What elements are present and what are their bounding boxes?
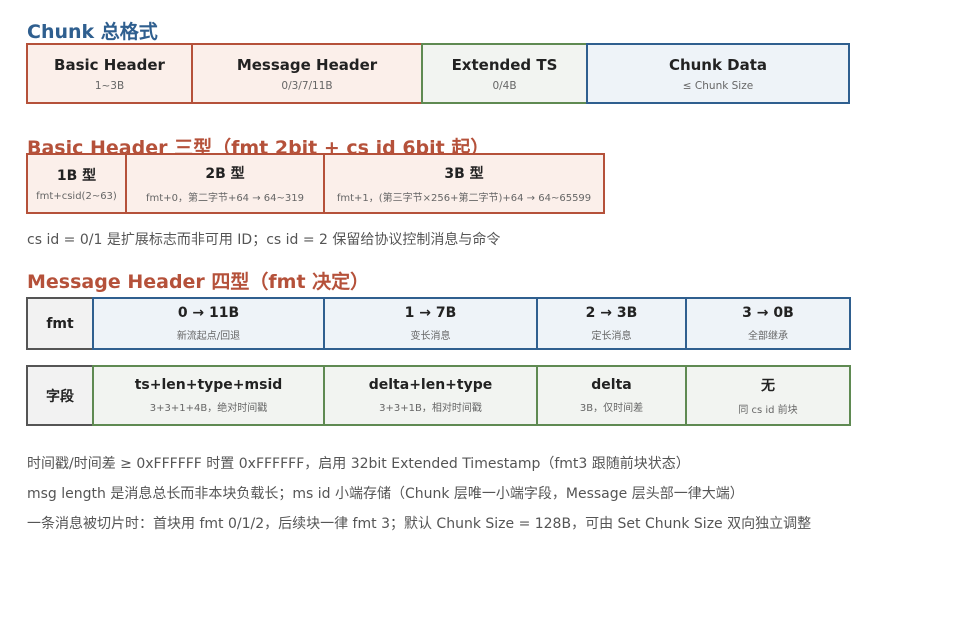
cell-label: 2B 型 — [205, 166, 245, 182]
field-row: 字段 ts+len+type+msid 3+3+1+4B，绝对时间戳 delta… — [26, 365, 851, 426]
cell-label: ts+len+type+msid — [134, 377, 283, 393]
field-fmt0-cell: ts+len+type+msid 3+3+1+4B，绝对时间戳 — [92, 365, 325, 426]
cell-label: delta — [591, 377, 632, 393]
field-fmt1-cell: delta+len+type 3+3+1B，相对时间戳 — [323, 365, 538, 426]
cell-sub: 新流起点/回退 — [176, 331, 241, 342]
cell-label: 1B 型 — [56, 168, 97, 184]
basic-header-row: 1B 型 fmt+csid(2~63) 2B 型 fmt+0，第二字节+64 →… — [26, 153, 605, 214]
cell-label: 3 → 0B — [742, 305, 794, 321]
note-chunk-split: 一条消息被切片时：首块用 fmt 0/1/2，后续块一律 fmt 3；默认 Ch… — [27, 516, 812, 532]
cell-sub: 3+3+1+4B，绝对时间戳 — [149, 403, 268, 414]
cell-label: 1 → 7B — [404, 305, 457, 321]
cell-sub: 1~3B — [94, 79, 125, 92]
cell-sub: 0/4B — [492, 79, 517, 92]
row-head-label: fmt — [46, 315, 74, 332]
fmt-0-cell: 0 → 11B 新流起点/回退 — [92, 297, 325, 350]
cell-label: delta+len+type — [368, 377, 493, 393]
cell-sub: fmt+0，第二字节+64 → 64~319 — [146, 193, 304, 204]
cell-sub: 0/3/7/11B — [281, 79, 333, 92]
cell-label: Message Header — [236, 55, 378, 74]
fmt-3-cell: 3 → 0B 全部继承 — [685, 297, 851, 350]
cell-label: 3B 型 — [444, 166, 484, 182]
field-row-head: 字段 — [26, 365, 94, 426]
cell-label: Basic Header — [54, 55, 165, 74]
cell-sub: 同 cs id 前块 — [738, 405, 798, 416]
basic-header-2b-cell: 2B 型 fmt+0，第二字节+64 → 64~319 — [125, 153, 325, 214]
cell-sub: 3B，仅时间差 — [579, 403, 644, 414]
cell-label: 无 — [761, 378, 775, 394]
basic-header-1b-cell: 1B 型 fmt+csid(2~63) — [26, 153, 127, 214]
cell-label: 0 → 11B — [177, 305, 240, 321]
fmt-1-cell: 1 → 7B 变长消息 — [323, 297, 538, 350]
fmt-2-cell: 2 → 3B 定长消息 — [536, 297, 687, 350]
cell-sub: 3+3+1B，相对时间戳 — [379, 403, 482, 414]
cell-sub: fmt+1，(第三字节×256+第二字节)+64 → 64~65599 — [336, 193, 592, 204]
extended-ts-cell: Extended TS 0/4B — [421, 43, 588, 104]
field-fmt2-cell: delta 3B，仅时间差 — [536, 365, 687, 426]
cell-sub: 定长消息 — [591, 331, 632, 342]
basic-header-3b-cell: 3B 型 fmt+1，(第三字节×256+第二字节)+64 → 64~65599 — [323, 153, 605, 214]
message-header-cell: Message Header 0/3/7/11B — [191, 43, 423, 104]
row-head-label: 字段 — [46, 388, 74, 405]
basic-header-note: cs id = 0/1 是扩展标志而非可用 ID；cs id = 2 保留给协议… — [27, 232, 501, 248]
cell-label: Extended TS — [451, 55, 558, 74]
note-extended-timestamp: 时间戳/时间差 ≥ 0xFFFFFF 时置 0xFFFFFF，启用 32bit … — [27, 456, 690, 472]
cell-sub: ≤ Chunk Size — [682, 79, 754, 92]
note-msg-length: msg length 是消息总长而非本块负载长；ms id 小端存储（Chunk… — [27, 486, 744, 502]
chunk-format-row: Basic Header 1~3B Message Header 0/3/7/1… — [26, 43, 850, 104]
basic-header-cell: Basic Header 1~3B — [26, 43, 193, 104]
message-header-title: Message Header 四型（fmt 决定） — [27, 271, 370, 293]
chunk-data-cell: Chunk Data ≤ Chunk Size — [586, 43, 850, 104]
cell-label: Chunk Data — [668, 55, 768, 74]
cell-label: 2 → 3B — [585, 305, 638, 321]
cell-sub: 全部继承 — [748, 331, 788, 342]
cell-sub: fmt+csid(2~63) — [36, 191, 117, 202]
fmt-row: fmt 0 → 11B 新流起点/回退 1 → 7B 变长消息 2 → 3B 定… — [26, 297, 851, 350]
fmt-row-head: fmt — [26, 297, 94, 350]
field-fmt3-cell: 无 同 cs id 前块 — [685, 365, 851, 426]
cell-sub: 变长消息 — [410, 331, 451, 342]
chunk-format-title: Chunk 总格式 — [27, 21, 158, 43]
